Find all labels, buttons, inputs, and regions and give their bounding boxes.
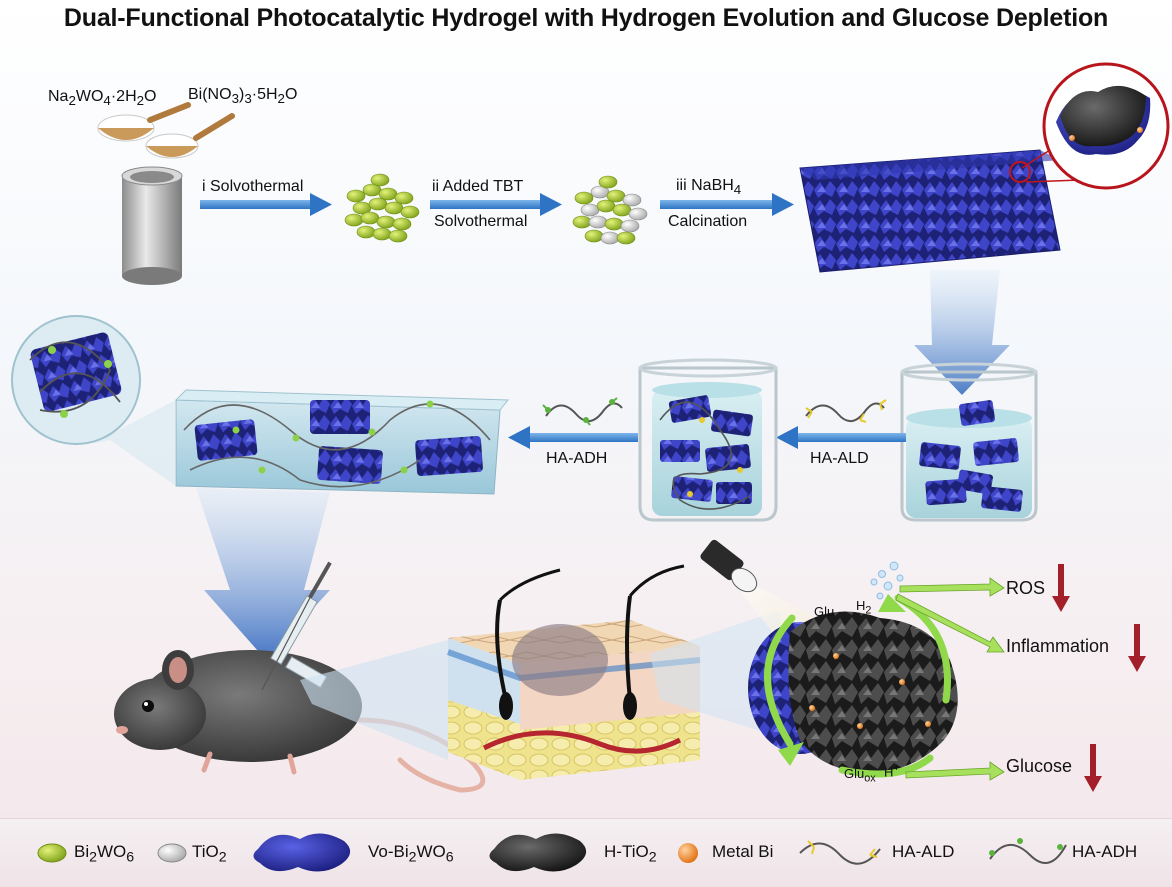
arrow-to-glucose [905,761,1005,781]
composite-block [799,149,1061,273]
legend-symbols [37,833,1067,872]
ros-down-arrow [1052,564,1070,612]
magnified-inset [1009,62,1170,190]
legend-ha-ald: HA-ALD [892,842,955,861]
cycle-arrowhead-1 [778,742,804,766]
legend-metal-bi: Metal Bi [712,842,774,861]
legend-ha-adh-symbol [989,838,1067,864]
beaker-right [900,362,1038,522]
ros-label: ROS [1006,578,1046,598]
ha-ald-chain [805,399,887,423]
legend-vo-bi2wo6-symbol [253,833,351,872]
h2-label: H2 [856,598,872,617]
bi2wo6-cluster [344,173,420,243]
ha-adh-label: HA-ADH [546,450,608,467]
arrow-step3 [660,193,794,216]
legend-bi2wo6-symbol [37,843,67,863]
glu-label: Glu [814,604,835,619]
hydrogel-zoom [11,315,176,486]
cycle-arrowhead-2 [878,594,906,612]
step3-top-label: iii NaBH4 [676,177,742,198]
hydrogel-slab [174,389,510,495]
legend: Bi2WO6 TiO2 Vo-Bi2WO6 H-TiO2 Metal Bi HA… [0,818,1172,887]
reagent-spoons [97,102,235,159]
reagent-bino3: Bi(NO3)3·5H2O [188,86,298,107]
arrow-step1 [200,193,332,216]
arrow-to-ros [899,577,1005,597]
legend-h-tio2: H-TiO2 [604,842,657,866]
legend-tio2-symbol [157,843,187,863]
beaker-middle [638,358,778,522]
beam-block-to-beaker [914,270,1010,395]
step3-bottom-label: Calcination [668,213,748,230]
h2-bubbles [870,561,904,600]
arrow-to-inflammation [895,593,1005,653]
bi2wo6-tio2-cluster [572,175,648,245]
beam-hydrogel-to-mouse [196,488,330,660]
step2-top-label: ii Added TBT [432,178,524,195]
legend-ha-adh: HA-ADH [1072,842,1138,861]
inflammation-down-arrow [1128,624,1146,672]
legend-ha-ald-symbol [799,840,881,865]
arrow-step2 [430,193,562,216]
h-plus-label: H+ [884,762,900,780]
beam-mouse-to-skin [300,640,448,760]
step2-bottom-label: Solvothermal [434,213,528,230]
inflammation-label: Inflammation [1006,636,1110,656]
legend-h-tio2-symbol [489,833,587,872]
step1-label: i Solvothermal [202,178,304,195]
autoclave-cylinder [121,166,183,285]
ha-ald-label: HA-ALD [810,450,869,467]
reagent-na2wo4: Na2WO4·2H2O [48,88,157,109]
skin-section [446,564,701,780]
arrow-ha-ald [776,426,906,449]
legend-vo-bi2wo6: Vo-Bi2WO6 [368,842,454,866]
diagram-title: Dual-Functional Photocatalytic Hydrogel … [63,4,1109,32]
arrow-ha-adh [508,426,638,449]
glucose-down-arrow [1084,744,1102,792]
legend-tio2: TiO2 [192,842,227,866]
ha-adh-chain [542,397,623,426]
glu-ox-label: Gluox [844,766,876,785]
legend-metal-bi-symbol [678,843,698,863]
legend-bi2wo6: Bi2WO6 [74,842,135,866]
glucose-label: Glucose [1006,756,1073,776]
